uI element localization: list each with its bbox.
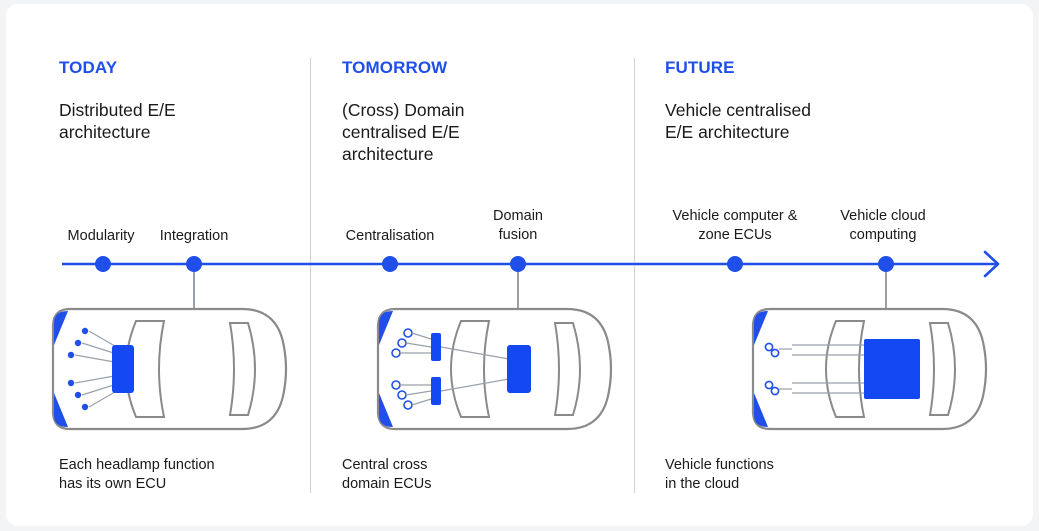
milestone-line: computing <box>849 227 917 243</box>
milestone-dot <box>382 256 398 272</box>
heading-line: (Cross) Domain <box>342 100 465 120</box>
milestone-label-vehicle-computer: Vehicle computer & zone ECUs <box>673 207 798 245</box>
caption-today: Each headlamp function has its own ECU <box>59 456 215 494</box>
milestone-line: zone ECUs <box>698 227 772 243</box>
milestone-label-centralisation: Centralisation <box>346 227 435 246</box>
stage-heading-tomorrow: (Cross) Domain centralised E/E architect… <box>342 99 465 165</box>
stage-divider-1 <box>310 58 311 493</box>
heading-line: Distributed E/E <box>59 100 176 120</box>
milestone-dot <box>878 256 894 272</box>
stage-label-today: TODAY <box>59 58 118 77</box>
milestone-line: Modularity <box>67 228 135 244</box>
caption-future: Vehicle functions in the cloud <box>665 456 774 494</box>
heading-line: E/E architecture <box>665 122 790 142</box>
stage-divider-2 <box>634 58 635 493</box>
caption-line: Vehicle functions <box>665 457 774 473</box>
milestone-dot <box>727 256 743 272</box>
domain-ecu-block <box>431 377 441 405</box>
car-top-view-icon <box>376 307 613 431</box>
heading-line: Vehicle centralised <box>665 100 811 120</box>
ecu-block <box>112 345 134 393</box>
caption-line: in the cloud <box>665 476 740 492</box>
milestone-label-vehicle-cloud: Vehicle cloud computing <box>840 207 925 245</box>
arrow-right-icon <box>983 250 1000 278</box>
stage-label-future: FUTURE <box>665 58 735 77</box>
car-top-view-icon <box>51 307 288 431</box>
heading-line: centralised E/E <box>342 122 460 142</box>
stage-heading-today: Distributed E/E architecture <box>59 99 176 143</box>
caption-line: Central cross <box>342 457 428 473</box>
caption-line: domain ECUs <box>342 476 432 492</box>
milestone-line: Centralisation <box>345 228 435 244</box>
heading-line: architecture <box>59 122 151 142</box>
milestone-line: Vehicle cloud <box>840 208 926 224</box>
milestone-label-domain-fusion: Domain fusion <box>493 207 543 245</box>
milestone-label-integration: Integration <box>160 227 229 246</box>
central-ecu-block <box>507 345 531 393</box>
vehicle-computer-block <box>864 339 920 399</box>
caption-tomorrow: Central cross domain ECUs <box>342 456 431 494</box>
milestone-dot <box>510 256 526 272</box>
milestone-line: Domain <box>493 208 543 224</box>
milestone-line: Integration <box>159 228 229 244</box>
milestone-label-modularity: Modularity <box>68 227 135 246</box>
domain-ecu-block <box>431 333 441 361</box>
caption-line: Each headlamp function <box>59 457 215 473</box>
caption-line: has its own ECU <box>59 476 167 492</box>
heading-line: architecture <box>342 144 434 164</box>
milestone-dot <box>186 256 202 272</box>
car-top-view-icon <box>751 307 988 431</box>
stage-label-tomorrow: TOMORROW <box>342 58 448 77</box>
milestone-dot <box>95 256 111 272</box>
milestone-line: Vehicle computer & <box>672 208 798 224</box>
stage-heading-future: Vehicle centralised E/E architecture <box>665 99 811 143</box>
milestone-line: fusion <box>498 227 538 243</box>
